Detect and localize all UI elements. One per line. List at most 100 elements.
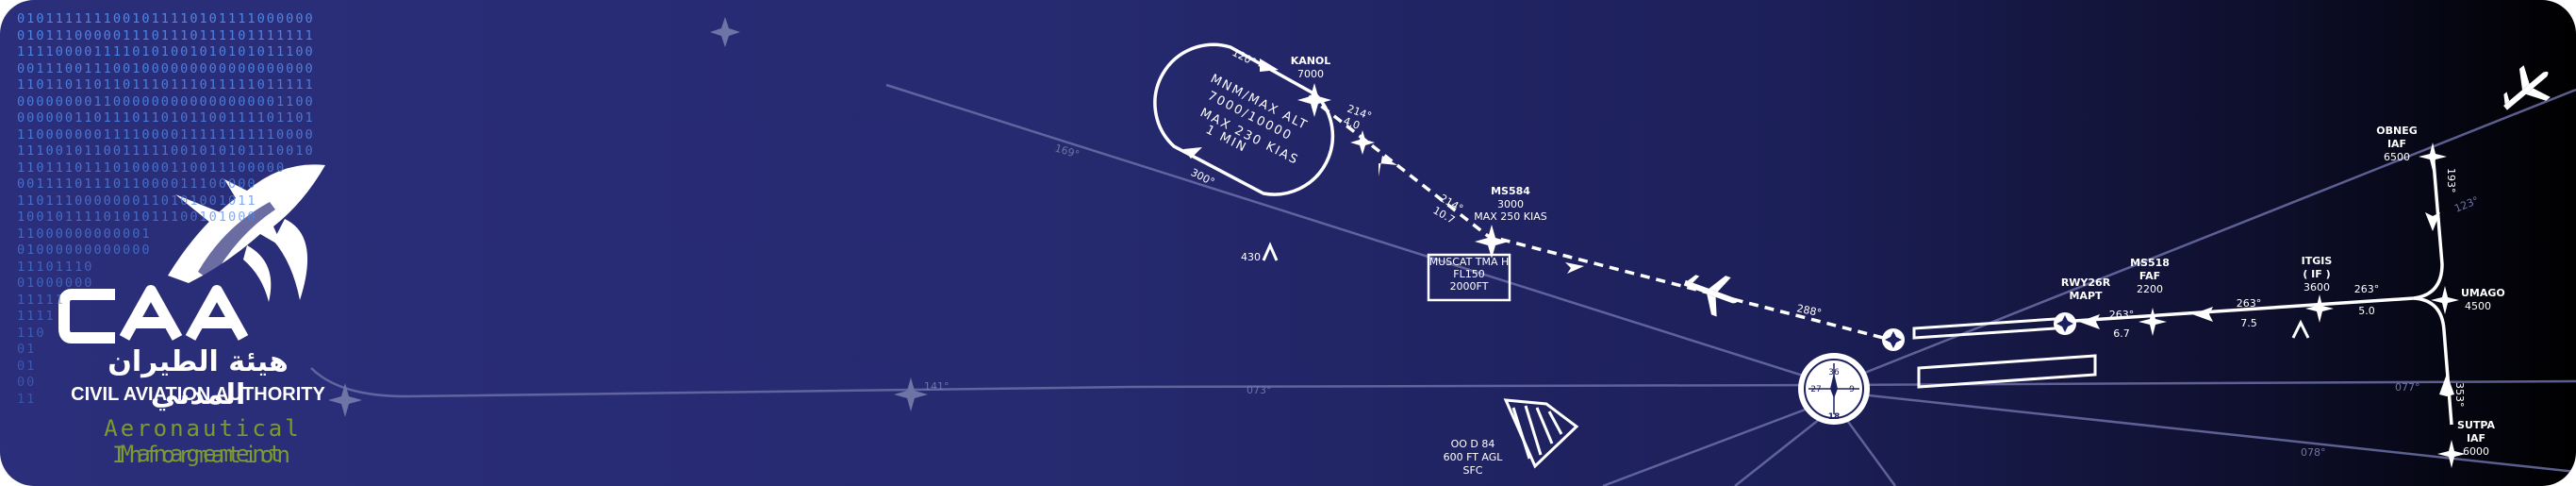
- waypoint-icon: [1350, 130, 1375, 155]
- binary-line: 0011100111001000000000000000000: [17, 60, 315, 76]
- faint-radial-labels: 169° 073° 077° 078° 123° 141°: [924, 142, 2481, 459]
- binary-line: 01000000: [17, 276, 94, 291]
- svg-text:MS518: MS518: [2130, 257, 2170, 269]
- binary-line: 0101111111001011110101111000000: [17, 11, 315, 26]
- svg-text:5.0: 5.0: [2358, 305, 2375, 317]
- airplane-icon: [2503, 65, 2551, 110]
- svg-text:27: 27: [1810, 385, 1821, 394]
- binary-line: 1101101101101110111011111011111: [17, 77, 315, 92]
- svg-text:3600: 3600: [2304, 281, 2330, 293]
- binary-line: 0011110111011000011100000: [17, 176, 257, 192]
- svg-text:288°: 288°: [1795, 302, 1823, 319]
- holding-pattern: MNM/MAX ALT 7000/10000 MAX 230 KIAS 1 MI…: [1153, 42, 1335, 196]
- svg-text:263°: 263°: [2237, 297, 2262, 310]
- svg-text:MAPT: MAPT: [2069, 290, 2103, 302]
- svg-text:2200: 2200: [2137, 283, 2163, 295]
- svg-text:KANOL: KANOL: [1291, 55, 1331, 67]
- svg-text:4.0: 4.0: [1342, 115, 1362, 132]
- binary-line: 0000001101110110101100111101101: [17, 110, 315, 126]
- sutpa-fix-icon: [2437, 440, 2466, 468]
- svg-text:OBNEG: OBNEG: [2376, 125, 2417, 137]
- svg-text:FL150: FL150: [1453, 268, 1484, 280]
- fix-symbols: [1297, 83, 2466, 468]
- svg-text:7000: 7000: [1297, 68, 1324, 80]
- svg-text:MS584: MS584: [1491, 185, 1530, 197]
- svg-text:UMAGO: UMAGO: [2461, 287, 2505, 299]
- logo-english-name: CIVIL AVIATION AUTHORITY: [71, 384, 325, 405]
- svg-text:141°: 141°: [924, 380, 949, 393]
- svg-text:FAF: FAF: [2139, 270, 2160, 282]
- binary-line: 01: [17, 358, 37, 374]
- binary-line: 0101110000011101110111101111111: [17, 27, 315, 43]
- kanol-fix-icon: [1297, 83, 1331, 117]
- binary-line: 11: [17, 391, 37, 407]
- binary-line: 0000000011000000000000000001100: [17, 93, 315, 109]
- svg-text:078°: 078°: [2301, 446, 2326, 459]
- svg-text:193°: 193°: [2445, 168, 2457, 193]
- binary-line: 1111: [17, 309, 56, 324]
- svg-text:263°: 263°: [2109, 309, 2135, 321]
- binary-line: 1100000001111000011111111110000: [17, 126, 315, 142]
- aim-tagline-line1: Aeronautical Information: [104, 415, 302, 468]
- svg-text:2000FT: 2000FT: [1450, 280, 1489, 293]
- ms518-fix-icon: [2138, 308, 2167, 336]
- faint-fixes: [328, 17, 928, 417]
- svg-text:3000: 3000: [1497, 198, 1524, 210]
- svg-text:600 FT AGL: 600 FT AGL: [1444, 451, 1504, 463]
- svg-text:( IF ): ( IF ): [2303, 268, 2330, 280]
- airplane-icon: [1683, 275, 1738, 317]
- svg-text:077°: 077°: [2395, 381, 2420, 394]
- radial-lines: [310, 83, 2576, 486]
- flyover-symbols: [1882, 312, 2076, 351]
- svg-text:6500: 6500: [2384, 151, 2410, 163]
- binary-line: 01: [17, 342, 37, 357]
- binary-line: 1001011110101011100101000: [17, 209, 257, 225]
- svg-text:IAF: IAF: [2467, 432, 2485, 444]
- binary-line: 1111000011110101001010101011100: [17, 44, 315, 59]
- svg-text:RWY26R: RWY26R: [2061, 277, 2111, 289]
- binary-line: 11000000000001: [17, 226, 152, 242]
- muscat-tma-box: [1427, 253, 1511, 302]
- final-arrows: [2079, 212, 2454, 396]
- binary-line: 110: [17, 325, 46, 341]
- binary-line: 11101110: [17, 259, 94, 275]
- svg-text:SFC: SFC: [1463, 464, 1483, 477]
- terrain-symbols: [1262, 242, 2310, 339]
- svg-text:353°: 353°: [2453, 382, 2466, 408]
- binary-line: 01000000000000: [17, 243, 152, 258]
- svg-text:7.5: 7.5: [2240, 317, 2257, 329]
- binary-line: 1110010110011111001010101110010: [17, 143, 315, 159]
- itgis-fix-icon: [2305, 294, 2334, 323]
- svg-text:6000: 6000: [2463, 445, 2489, 458]
- umago-fix-icon: [2431, 286, 2459, 314]
- svg-text:4500: 4500: [2465, 300, 2491, 312]
- path-arrows: [1379, 156, 1584, 274]
- compass-rose: 36 9 18 27: [1798, 353, 1870, 425]
- obneg-fix-icon: [2419, 142, 2447, 171]
- logo-arabic-name: هيئة الطيران المدني: [107, 345, 289, 411]
- svg-text:36: 36: [1828, 368, 1840, 377]
- svg-text:ITGIS: ITGIS: [2302, 255, 2333, 267]
- svg-text:OO D 84: OO D 84: [1451, 438, 1495, 450]
- svg-text:MUSCAT TMA H: MUSCAT TMA H: [1429, 256, 1510, 268]
- binary-line: 1101110000000110101001011: [17, 193, 257, 209]
- aim-tagline-line2: Management: [120, 441, 286, 467]
- svg-text:9: 9: [1849, 385, 1855, 394]
- svg-text:263°: 263°: [2354, 283, 2380, 295]
- binary-line: 00: [17, 375, 37, 390]
- binary-line: 11111: [17, 292, 65, 308]
- binary-line: 1101110111010000110011100000: [17, 159, 287, 176]
- svg-text:IAF: IAF: [2387, 138, 2406, 150]
- aircraft-icons: [1683, 65, 2551, 317]
- svg-text:SUTPA: SUTPA: [2457, 419, 2495, 431]
- final-path: [2059, 150, 2453, 426]
- svg-text:123°: 123°: [2452, 194, 2480, 215]
- svg-text:120°: 120°: [1230, 46, 1259, 69]
- svg-text:MAX 250 KIAS: MAX 250 KIAS: [1474, 210, 1547, 223]
- initial-path: [1307, 94, 1891, 342]
- svg-text:073°: 073°: [1247, 384, 1272, 396]
- svg-text:430: 430: [1241, 251, 1261, 263]
- ms584-fix-icon: [1475, 225, 1509, 259]
